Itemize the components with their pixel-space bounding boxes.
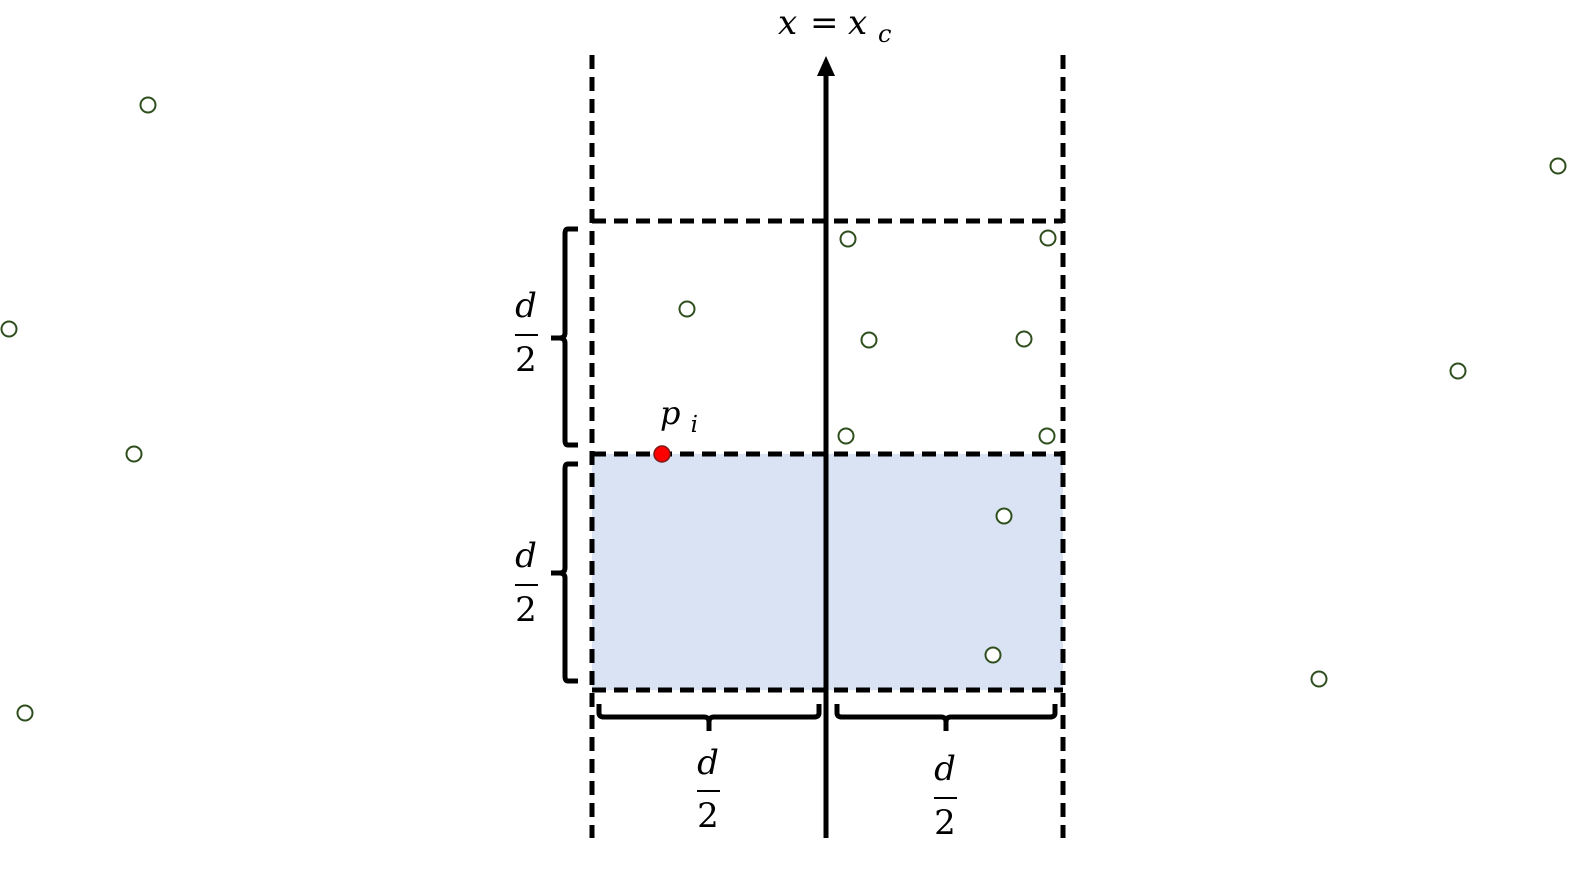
point [1038, 427, 1056, 445]
highlighted-point-pi [653, 445, 671, 463]
fraction-numerator: d [934, 749, 956, 789]
fraction-denominator: 2 [515, 340, 537, 380]
point [860, 331, 878, 349]
fraction-denominator: 2 [515, 590, 537, 630]
left-horizontal-brace [596, 704, 822, 731]
upper-brace-label: d 2 [515, 286, 538, 380]
right-bottom-brace-label: d 2 [934, 749, 957, 843]
point [1449, 362, 1467, 380]
fraction-numerator: d [515, 536, 537, 576]
fraction-numerator: d [515, 286, 537, 326]
point [839, 230, 857, 248]
point [0, 320, 18, 338]
point [139, 96, 157, 114]
right-horizontal-brace [834, 704, 1058, 731]
point [984, 646, 1002, 664]
lower-vertical-brace [551, 461, 578, 684]
point [16, 704, 34, 722]
point [837, 427, 855, 445]
point [1549, 157, 1567, 175]
lower-brace-label: d 2 [515, 536, 538, 630]
point [1039, 229, 1057, 247]
point [995, 507, 1013, 525]
median-axis-arrowhead [817, 56, 835, 76]
left-bottom-brace-label: d 2 [697, 743, 720, 836]
fraction-denominator: 2 [697, 796, 719, 836]
median-axis-label: x = x c [778, 3, 891, 48]
point [678, 300, 696, 318]
upper-vertical-brace [551, 226, 578, 448]
point [1015, 330, 1033, 348]
fraction-denominator: 2 [934, 803, 956, 843]
highlighted-point-label: p i [660, 394, 698, 438]
point [1310, 670, 1328, 688]
point-set [0, 96, 1567, 722]
point [125, 445, 143, 463]
fraction-numerator: d [697, 743, 719, 783]
